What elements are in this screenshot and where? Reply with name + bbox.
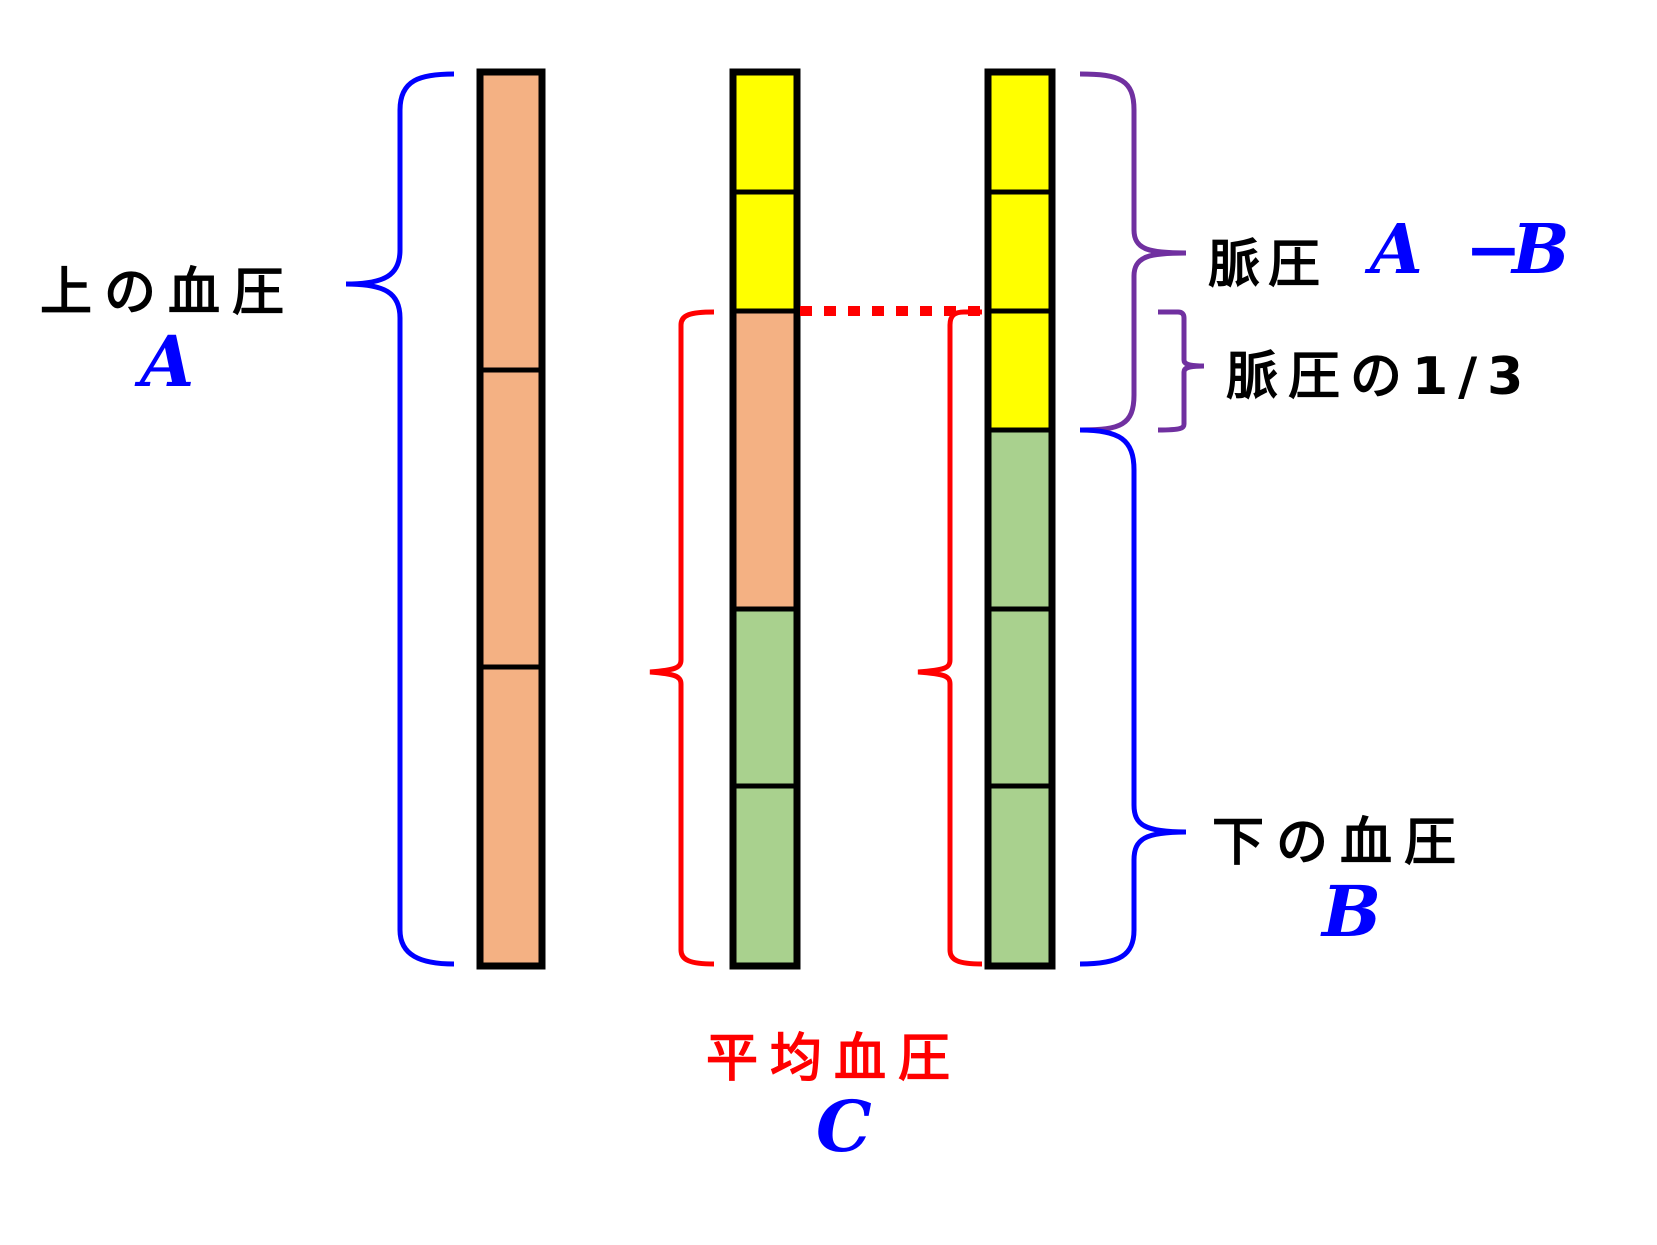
mean-variable: C xyxy=(816,1085,872,1168)
diastolic-segment xyxy=(988,430,1052,966)
pulse-pressure-label: 脈圧 xyxy=(1208,235,1329,295)
breakdown-bar-outline xyxy=(984,68,1056,970)
pressure-breakdown-column xyxy=(984,68,1056,970)
mean-bar-outline xyxy=(729,68,801,970)
pulse-expr-a: A xyxy=(1370,210,1423,290)
pulse-expr-minus: − xyxy=(1465,210,1522,290)
systolic-segment xyxy=(733,311,797,609)
systolic-column xyxy=(476,68,546,970)
systolic-variable: A xyxy=(140,320,195,403)
diastolic-variable: B xyxy=(1322,870,1382,953)
pulse-expr-b: B xyxy=(1512,210,1570,290)
pulse-third-label: 脈圧の1/3 xyxy=(1226,347,1534,407)
mean-label: 平均血圧 xyxy=(706,1029,963,1089)
pulse-segment xyxy=(988,72,1052,430)
mean-brace-left xyxy=(649,309,715,967)
systolic-brace xyxy=(345,71,455,967)
pulse-pressure-brace xyxy=(1079,71,1187,433)
pulse-third-brace xyxy=(1157,309,1205,433)
diastolic-brace xyxy=(1079,427,1187,967)
mean-column xyxy=(729,68,801,970)
mean-brace-right xyxy=(917,309,983,967)
diastolic-label: 下の血圧 xyxy=(1212,813,1469,873)
systolic-label: 上の血圧 xyxy=(40,263,297,323)
systolic-bar xyxy=(476,68,546,970)
